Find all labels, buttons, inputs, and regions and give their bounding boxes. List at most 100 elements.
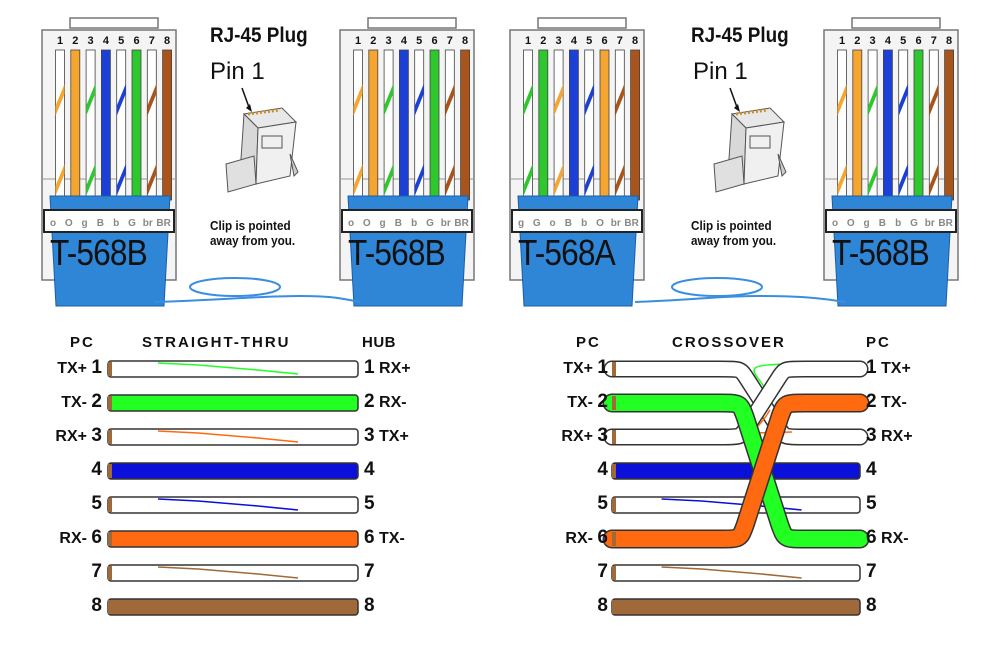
pin1-label: Pin 1: [210, 58, 265, 85]
pin-number: 7: [91, 561, 102, 582]
pin-number: 7: [617, 35, 623, 47]
pin-number: 6: [915, 35, 921, 47]
straight-title: STRAIGHT-THRU: [142, 334, 291, 351]
crossover-right-label: 1 TX+: [866, 357, 911, 379]
signal-name: RX-: [374, 394, 407, 411]
pin-number: 4: [91, 459, 102, 480]
wire-stripe: [837, 84, 847, 116]
wire-end: [612, 464, 616, 478]
pin-number: 1: [839, 35, 845, 47]
pin-number: 5: [364, 493, 375, 514]
crossover-wires: [602, 360, 870, 616]
wire-code: b: [895, 218, 901, 229]
wire-code: G: [426, 218, 434, 229]
wire-stripe: [353, 164, 363, 196]
wire-code: o: [348, 218, 354, 229]
wire-stripe: [523, 164, 533, 196]
straight-left-label: 4: [46, 459, 102, 481]
straight-wires: [107, 360, 359, 616]
clip-note-line2: away from you.: [210, 233, 296, 248]
pin-number: 3: [88, 35, 94, 47]
wire-code: O: [596, 218, 604, 229]
pin-number: 1: [355, 35, 361, 47]
signal-name: TX-: [876, 394, 907, 411]
straight-wire-2: [107, 394, 359, 412]
straight-wire-3: [107, 428, 359, 446]
straight-left-label: TX+ 1: [46, 357, 102, 379]
crossover-left-label: RX- 6: [552, 527, 608, 549]
cross-wire-5: [611, 496, 861, 514]
straight-left-label: 8: [46, 595, 102, 617]
wire-code: o: [550, 218, 556, 229]
cable-loop-left-ellipse: [189, 277, 281, 297]
wire-stripe: [615, 84, 625, 116]
pin-number: 5: [118, 35, 124, 47]
pin-number: 4: [103, 35, 110, 47]
crossover-left-label: TX+ 1: [552, 357, 608, 379]
pin-number: 1: [866, 357, 877, 378]
straight-right-label: 8: [364, 595, 375, 617]
wire-stripe: [384, 164, 394, 196]
pin-number: 3: [386, 35, 392, 47]
wire-code-strip: [341, 209, 473, 233]
wire-end: [108, 498, 112, 512]
signal-name: TX+: [876, 360, 911, 377]
pin-number: 1: [597, 357, 608, 378]
wire-end: [612, 396, 616, 410]
pin-number: 2: [540, 35, 546, 47]
straight-wire-6: [107, 530, 359, 548]
pin-number: 6: [866, 527, 877, 548]
wire-stripe: [554, 164, 564, 196]
wire-stripe: [157, 566, 299, 579]
wire-code-strip: [511, 209, 643, 233]
wire-end: [108, 566, 112, 580]
pin-number: 8: [597, 595, 608, 616]
wire-code: G: [910, 218, 918, 229]
straight-wire-4: [107, 462, 359, 480]
pin-number: 6: [597, 527, 608, 548]
crossover-left-label: TX- 2: [552, 391, 608, 413]
wire-code: G: [533, 218, 541, 229]
wire-stripe: [868, 84, 878, 116]
pin-number: 8: [91, 595, 102, 616]
pin-number: 8: [946, 35, 952, 47]
pin-number: 7: [364, 561, 375, 582]
pin-number: 7: [447, 35, 453, 47]
wire-code: BR: [938, 218, 953, 229]
rj45-plug-icon: [713, 87, 787, 193]
pin-number: 5: [416, 35, 422, 47]
wire-stripe: [147, 164, 157, 196]
wire-code: BR: [156, 218, 171, 229]
wire-code: B: [879, 218, 886, 229]
connector-tab: [851, 17, 941, 29]
pin-number: 4: [401, 35, 408, 47]
pin-number: 5: [866, 493, 877, 514]
pin-number: 8: [164, 35, 170, 47]
wire-code: O: [65, 218, 73, 229]
signal-name: TX-: [374, 530, 405, 547]
wire-stripe: [929, 84, 939, 116]
wire-code: o: [50, 218, 56, 229]
wire-stripe: [353, 84, 363, 116]
wire-stripe: [414, 164, 424, 196]
plug-title: RJ-45 Plug: [691, 24, 789, 47]
wire-code: br: [441, 218, 451, 229]
cable-loop-right: [634, 294, 846, 303]
pin-number: 5: [91, 493, 102, 514]
wire-code: br: [143, 218, 153, 229]
signal-name: RX+: [876, 428, 913, 445]
straight-left-label: RX- 6: [46, 527, 102, 549]
wire-stripe: [384, 84, 394, 116]
signal-name: TX+: [374, 428, 409, 445]
wire-stripe: [147, 84, 157, 116]
wire-end: [612, 498, 616, 512]
straight-right-label: 2 RX-: [364, 391, 407, 413]
straight-left-label: TX- 2: [46, 391, 102, 413]
signal-name: TX-: [61, 394, 92, 411]
cable-loops: [154, 277, 846, 303]
pin-number: 4: [364, 459, 375, 480]
wire-end: [108, 362, 112, 376]
